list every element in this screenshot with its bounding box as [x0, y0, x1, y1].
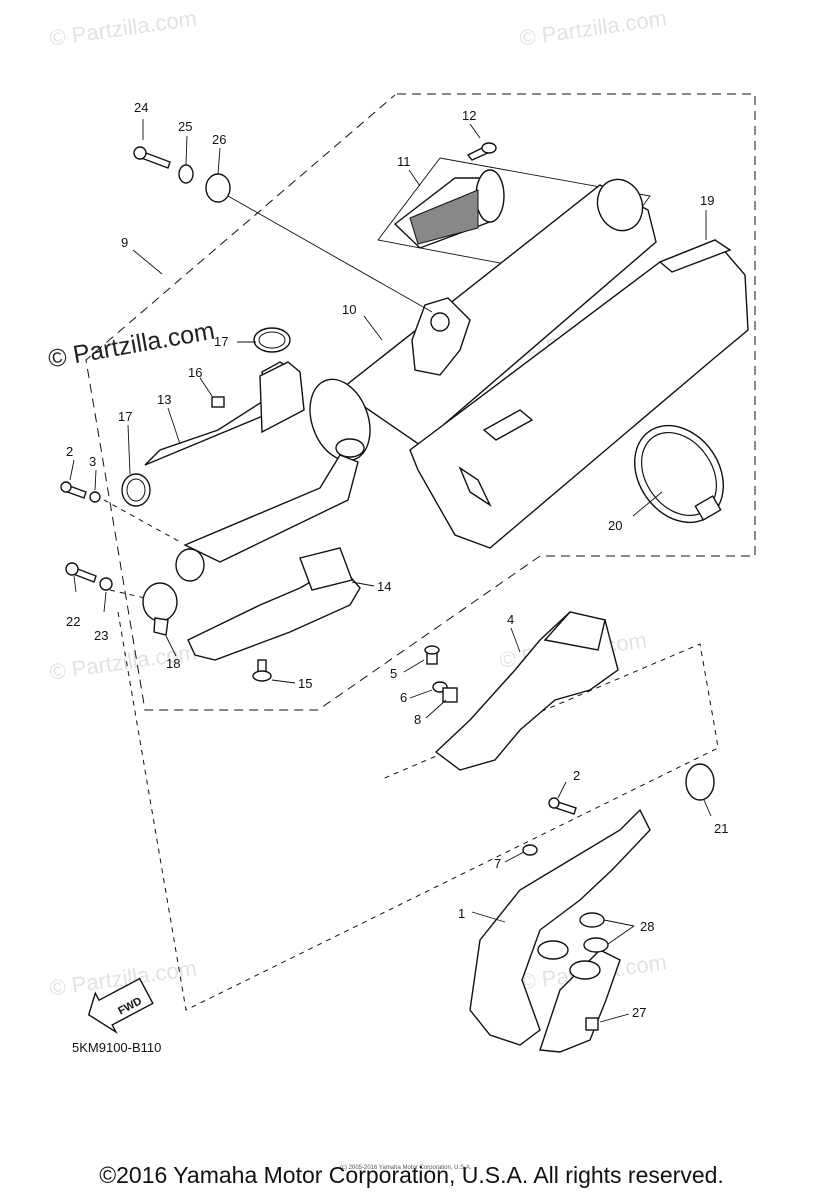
callout-23: 23	[94, 628, 108, 643]
callout-14: 14	[377, 579, 391, 594]
collar-26	[205, 173, 231, 203]
clamp-17-upper	[253, 327, 291, 353]
fwd-arrow-icon: FWD	[87, 977, 154, 1034]
leader-26-line	[227, 195, 433, 313]
callout-12: 12	[462, 108, 476, 123]
callout-22: 22	[66, 614, 80, 629]
callout-11: 11	[397, 154, 411, 169]
callout-17-upper: 17	[214, 334, 228, 349]
heat-protector-13	[144, 361, 305, 466]
callout-2-right: 2	[573, 768, 580, 783]
bolt-2-right	[548, 797, 577, 815]
bolt-12	[466, 142, 497, 161]
callout-9: 9	[121, 235, 128, 250]
clamp-17-lower	[121, 473, 151, 507]
callout-24: 24	[134, 100, 148, 115]
clamp-18	[142, 582, 178, 636]
callout-17-lower: 17	[118, 409, 132, 424]
callout-4: 4	[507, 612, 514, 627]
bolt-15	[252, 659, 272, 682]
clip-16	[211, 396, 225, 408]
callout-13: 13	[157, 392, 171, 407]
tiny-copyright: (c) 2005-2016 Yamaha Motor Corporation, …	[340, 1165, 472, 1171]
protector-4	[434, 611, 619, 771]
bolt-5	[424, 645, 440, 665]
collar-8	[442, 687, 458, 703]
callout-1: 1	[458, 906, 465, 921]
callout-5: 5	[390, 666, 397, 681]
heat-protector-14	[187, 547, 361, 661]
muffler-assembly-boundary	[85, 93, 756, 711]
drawing-code: 5KM9100-B110	[72, 1040, 162, 1055]
muffler-cover	[409, 239, 749, 549]
footer-copyright: ©2016 Yamaha Motor Corporation, U.S.A. A…	[99, 1162, 724, 1188]
gasket-28-b	[583, 937, 609, 953]
bolt-7	[522, 844, 538, 856]
nut-27	[585, 1017, 599, 1031]
callout-21: 21	[714, 821, 728, 836]
callout-8: 8	[414, 712, 421, 727]
leader-9	[132, 249, 163, 275]
callout-26: 26	[212, 132, 226, 147]
link-line-b	[109, 589, 146, 599]
callout-19: 19	[700, 193, 714, 208]
bolt-24	[133, 146, 171, 169]
callout-25: 25	[178, 119, 192, 134]
washer-25	[178, 164, 194, 184]
callout-2-left: 2	[66, 444, 73, 459]
washer-23	[99, 577, 113, 591]
callout-10: 10	[342, 302, 356, 317]
callout-15: 15	[298, 676, 312, 691]
exhaust-pipe-joint	[175, 438, 365, 582]
bolt-2-left	[60, 481, 87, 499]
callout-27: 27	[632, 1005, 646, 1020]
lower-link-line	[117, 611, 719, 1011]
callout-7: 7	[494, 856, 501, 871]
callout-28: 28	[640, 919, 654, 934]
clamp-band	[633, 424, 725, 524]
leader-lines	[69, 119, 712, 1023]
joint-21	[685, 763, 715, 801]
callout-16: 16	[188, 365, 202, 380]
gasket-28-a	[579, 912, 605, 928]
callout-20: 20	[608, 518, 622, 533]
bolt-22	[65, 562, 97, 583]
callout-6: 6	[400, 690, 407, 705]
link-line-a	[94, 494, 183, 544]
washer-3	[89, 491, 101, 503]
callout-3: 3	[89, 454, 96, 469]
exhaust-pipe-1	[469, 808, 651, 1053]
callout-18: 18	[166, 656, 180, 671]
